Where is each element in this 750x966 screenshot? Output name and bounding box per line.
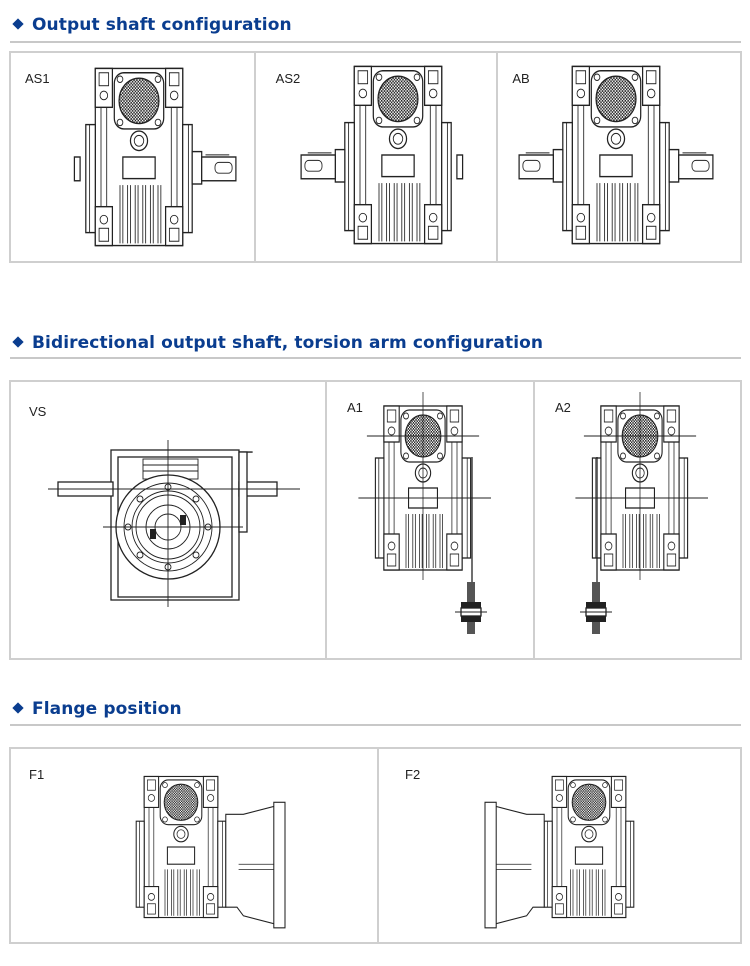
config-cell-f2: F2 (377, 749, 740, 942)
config-panel-flange: F1 F2 (9, 747, 742, 944)
config-cell-as2: AS2 (253, 53, 497, 261)
section-title: Bidirectional output shaft, torsion arm … (32, 333, 544, 353)
config-cell-ab: AB (496, 53, 740, 261)
gearbox-shaft-right-drawing (73, 67, 237, 247)
gearbox-double-input-shaft-drawing (48, 440, 300, 607)
gearbox-shaft-both-drawing (518, 65, 714, 245)
config-cell-vs: VS (11, 382, 325, 658)
config-cell-as1: AS1 (11, 53, 254, 261)
diamond-bullet-icon (12, 702, 24, 714)
section-heading-output-shaft: Output shaft configuration (12, 15, 292, 35)
config-cell-f1: F1 (11, 749, 377, 942)
gearbox-flange-right-drawing (135, 775, 286, 929)
config-label: F2 (405, 767, 421, 782)
config-cell-a1: A1 (325, 382, 533, 658)
config-cell-a2: A2 (533, 382, 740, 658)
config-label: AS2 (275, 71, 301, 86)
diamond-bullet-icon (12, 336, 24, 348)
config-panel-output-shaft: AS1 AS2 AB (9, 51, 742, 263)
config-label: AB (512, 71, 530, 86)
section-heading-flange-position: Flange position (12, 699, 182, 719)
config-label: A1 (347, 400, 363, 415)
gearbox-torsion-arm-left-drawing (575, 392, 709, 634)
config-panel-torsion-arm: VS (9, 380, 742, 660)
section-divider (10, 724, 741, 726)
section-heading-torsion-arm: Bidirectional output shaft, torsion arm … (12, 333, 543, 353)
gearbox-flange-left-drawing (484, 775, 635, 929)
diamond-bullet-icon (12, 18, 24, 30)
gearbox-torsion-arm-right-drawing (358, 392, 492, 634)
config-label: AS1 (25, 71, 50, 86)
config-label: F1 (29, 767, 45, 782)
gearbox-shaft-left-drawing (300, 65, 463, 245)
config-label: VS (29, 404, 47, 419)
section-divider (10, 357, 741, 359)
section-divider (10, 41, 741, 43)
config-label: A2 (555, 400, 571, 415)
section-title: Flange position (32, 699, 182, 719)
section-title: Output shaft configuration (32, 15, 292, 35)
